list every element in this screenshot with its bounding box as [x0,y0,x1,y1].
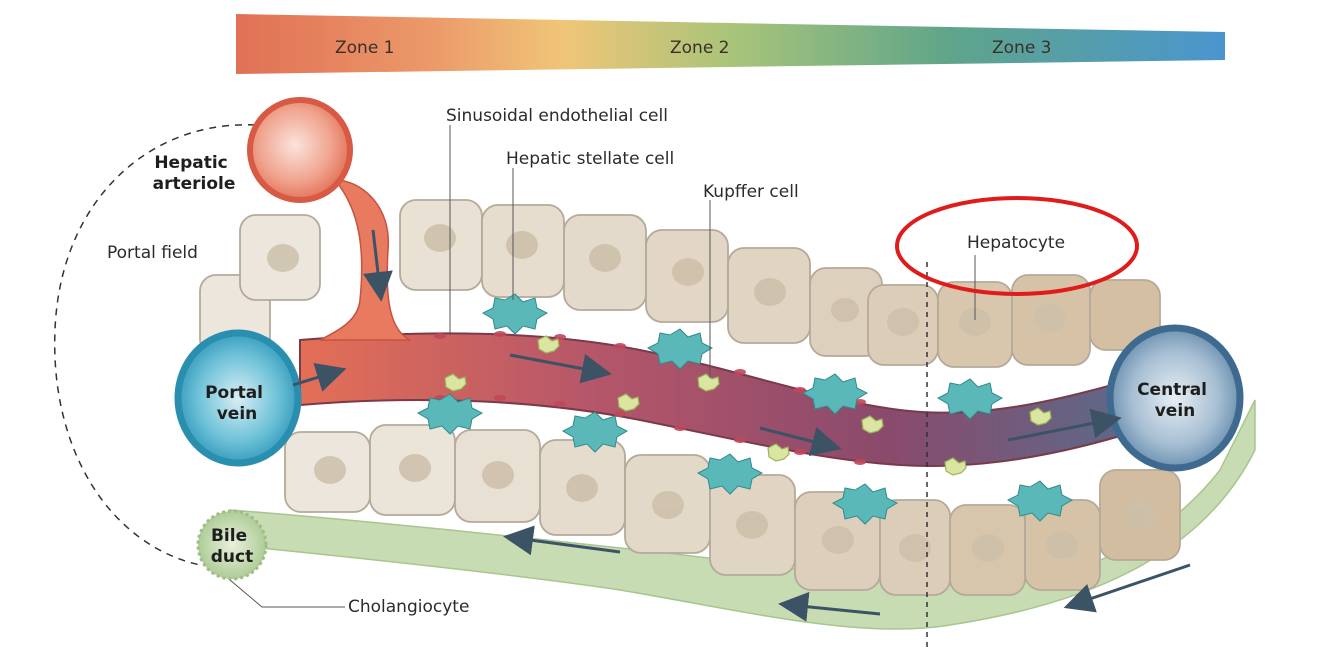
cholangiocyte-label: Cholangiocyte [348,597,469,617]
bile-duct-label: Bile duct [211,526,253,567]
hepatic-arteriole [250,100,350,200]
hepatocyte-label: Hepatocyte [967,233,1065,253]
zone-2-label: Zone 2 [670,38,730,58]
portal-field-label: Portal field [107,243,198,263]
zone-3-label: Zone 3 [992,38,1052,58]
zone-1-label: Zone 1 [335,38,395,58]
hepatic-arteriole-label: Hepatic arteriole [153,153,236,194]
hepatic-stellate-cell-label: Hepatic stellate cell [506,149,674,169]
sinusoidal-endothelial-cell-label: Sinusoidal endothelial cell [446,106,668,126]
hepatic-arteriole-branch [320,180,410,340]
kupffer-cell-label: Kupffer cell [703,182,799,202]
